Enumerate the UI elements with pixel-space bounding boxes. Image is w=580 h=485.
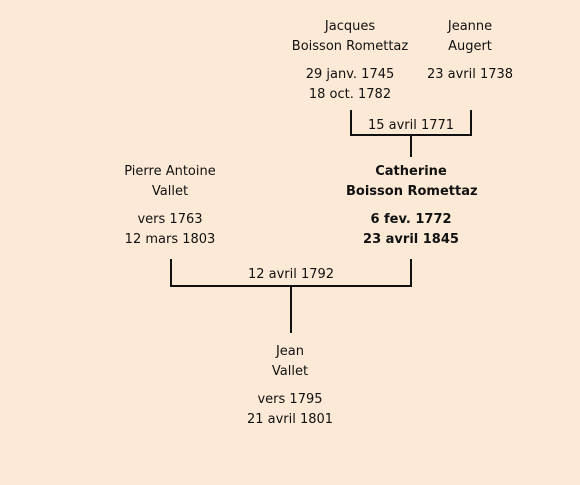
spacer [290, 57, 410, 65]
last-name: Boisson Romettaz [291, 39, 409, 54]
person-jeanne[interactable]: Jeanne Augert 23 avril 1738 [420, 17, 520, 85]
first-name: Jacques [324, 19, 376, 34]
union-date: 15 avril 1771 [367, 118, 455, 133]
person-jacques[interactable]: Jacques Boisson Romettaz 29 janv. 1745 1… [290, 17, 410, 105]
first-name: Jeanne [447, 19, 493, 34]
death-date: 23 avril 1845 [363, 232, 459, 247]
spacer [420, 57, 520, 65]
death-date: 21 avril 1801 [246, 412, 334, 427]
descent-line [410, 136, 412, 157]
last-name: Augert [448, 39, 492, 54]
descent-line [290, 287, 292, 333]
death-date: 18 oct. 1782 [308, 87, 392, 102]
first-name: Catherine [375, 164, 447, 179]
union-date: 12 avril 1792 [247, 267, 335, 282]
birth-date: vers 1763 [137, 212, 203, 227]
last-name: Boisson Romettaz [346, 184, 478, 199]
person-pierre[interactable]: Pierre Antoine Vallet vers 1763 12 mars … [110, 162, 230, 250]
birth-date: 29 janv. 1745 [305, 67, 395, 82]
birth-date: 6 fev. 1772 [370, 212, 452, 227]
spacer [240, 382, 340, 390]
last-name: Vallet [151, 184, 189, 199]
union-line-right [470, 110, 472, 136]
union-line-bottom [170, 285, 412, 287]
birth-date: vers 1795 [257, 392, 323, 407]
person-catherine[interactable]: Catherine Boisson Romettaz 6 fev. 1772 2… [346, 162, 478, 250]
union-line-right [410, 259, 412, 287]
union-line-left [170, 259, 172, 287]
first-name: Pierre Antoine [124, 164, 216, 179]
death-date: 12 mars 1803 [124, 232, 216, 247]
spacer [110, 202, 230, 210]
first-name: Jean [275, 344, 305, 359]
spacer [346, 202, 476, 210]
birth-date: 23 avril 1738 [426, 67, 514, 82]
person-jean[interactable]: Jean Vallet vers 1795 21 avril 1801 [240, 342, 340, 430]
union-line-bottom [350, 134, 472, 136]
union-line-left [350, 110, 352, 136]
last-name: Vallet [271, 364, 309, 379]
